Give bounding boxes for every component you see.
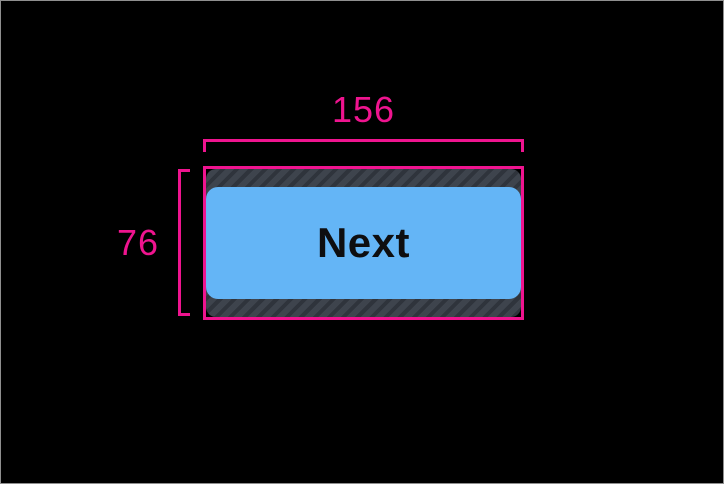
next-button[interactable]: Next [206, 187, 521, 299]
width-dimension-label: 156 [331, 89, 396, 130]
height-dimension-bracket [178, 169, 190, 316]
width-dimension-bracket [203, 139, 524, 152]
touch-target-outline: Next [203, 166, 524, 320]
height-dimension-label: 76 [116, 222, 159, 263]
